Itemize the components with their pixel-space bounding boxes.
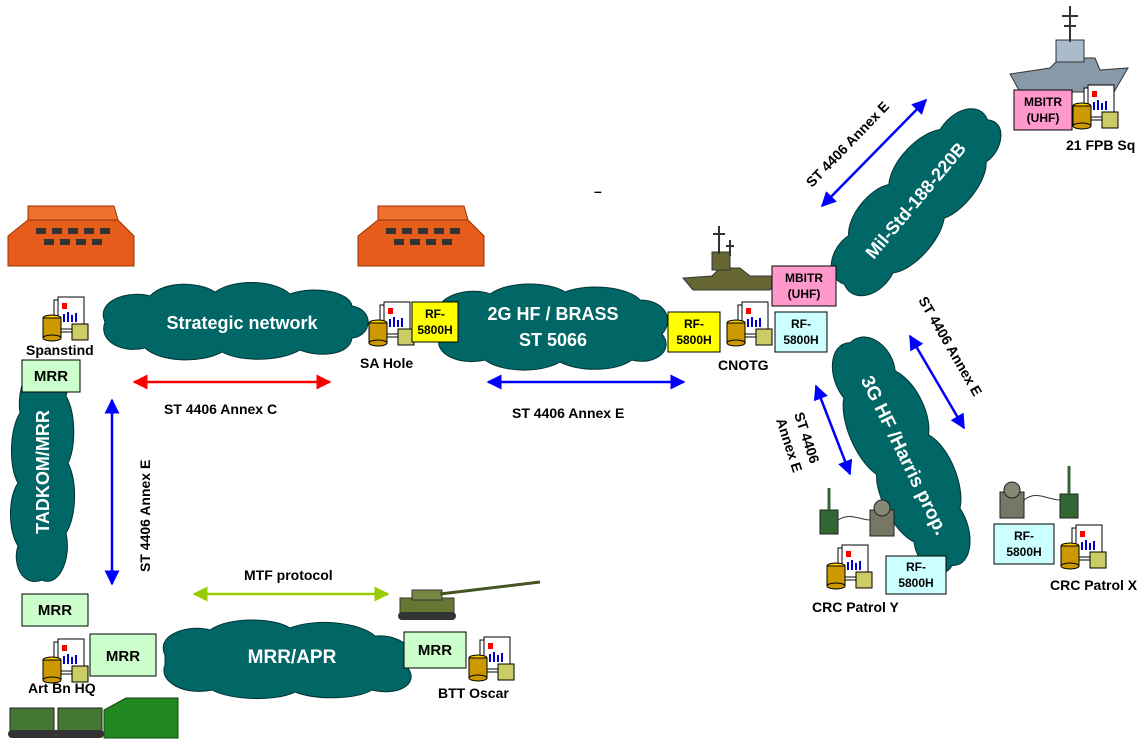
rf-label-1: RF-: [791, 317, 811, 331]
warship-icon-cnotg: [683, 226, 780, 290]
station-icon-btt: [469, 637, 514, 681]
rf-label-1: RF-: [1014, 529, 1034, 543]
rf-label-2: 5800H: [1006, 545, 1041, 559]
building-icon-sa-hole: [358, 206, 484, 266]
link-label-mtf: MTF protocol: [244, 567, 333, 583]
patrol-boat-icon-fpb: [1010, 6, 1128, 92]
rf5800h-box-crc-x: RF- 5800H: [994, 524, 1054, 564]
mrr-box-art-bn-right: MRR: [90, 634, 156, 676]
station-icon-sa-hole: [369, 302, 414, 346]
link-label-annex-e-fpb: ST 4406 Annex E: [803, 98, 893, 190]
mrr-box-art-bn-top: MRR: [22, 594, 88, 626]
antenna-vehicle-icon-crc-x: [1000, 466, 1078, 518]
cloud-mrr-apr: MRR/APR: [163, 620, 412, 699]
node-label-btt: BTT Oscar: [438, 685, 509, 701]
rf-label-2: 5800H: [783, 333, 818, 347]
rf5800h-box-cnotg-cyan: RF- 5800H: [775, 312, 827, 352]
rf-label-1: RF-: [425, 307, 445, 321]
mbitr-label-1: MBITR: [1024, 95, 1062, 109]
rf-label-2: 5800H: [676, 333, 711, 347]
node-label-fpb: 21 FPB Sq: [1066, 137, 1135, 153]
station-icon-crc-y: [827, 545, 872, 589]
mrr-box-btt: MRR: [404, 632, 466, 668]
mbitr-box-cnotg: MBITR (UHF): [772, 266, 836, 306]
link-label-annex-c: ST 4406 Annex C: [164, 401, 277, 417]
link-label-annex-e-right: ST 4406 Annex E: [915, 294, 985, 399]
mbitr-label-2: (UHF): [1027, 111, 1060, 125]
node-label-spanstind: Spanstind: [26, 342, 94, 358]
mrr-label: MRR: [34, 368, 68, 385]
mbitr-label-2: (UHF): [788, 287, 821, 301]
cloud-tadkom-mrr: TADKOM/MRR: [11, 361, 75, 582]
cloud-tadkom-label: TADKOM/MRR: [33, 410, 53, 534]
cloud-2g-label-1: 2G HF / BRASS: [487, 304, 618, 324]
cloud-mrr-apr-label: MRR/APR: [248, 647, 337, 668]
node-label-art-bn: Art Bn HQ: [28, 680, 96, 696]
mrr-label: MRR: [418, 642, 452, 659]
mbitr-label-1: MBITR: [785, 271, 823, 285]
cloud-mil-std: Mil-Std-188-220B: [813, 90, 1018, 313]
howitzer-icon-btt: [398, 582, 540, 620]
node-label-cnotg: CNOTG: [718, 357, 769, 373]
mrr-label: MRR: [106, 648, 140, 665]
rf-label-2: 5800H: [417, 323, 452, 337]
rf-label-1: RF-: [906, 560, 926, 574]
mrr-label: MRR: [38, 602, 72, 619]
rf-label-2: 5800H: [898, 576, 933, 590]
station-icon-art-bn: [43, 639, 88, 683]
station-icon-cnotg: [727, 302, 772, 346]
mrr-box-spanstind: MRR: [22, 360, 80, 392]
building-icon-spanstind: [8, 206, 134, 266]
node-label-sa-hole: SA Hole: [360, 355, 413, 371]
station-icon-spanstind: [43, 297, 88, 341]
mbitr-box-fpb: MBITR (UHF): [1014, 90, 1072, 130]
stray-dash: –: [594, 183, 602, 199]
cloud-2g-label-2: ST 5066: [519, 330, 587, 350]
cloud-2g-hf-brass: 2G HF / BRASS ST 5066: [432, 284, 668, 370]
node-label-crc-x: CRC Patrol X: [1050, 577, 1138, 593]
station-icon-crc-x: [1061, 525, 1106, 569]
link-label-annex-e-vertical: ST 4406 Annex E: [137, 460, 153, 572]
rf5800h-box-cnotg-yellow: RF- 5800H: [668, 312, 720, 352]
armored-vehicles-icon-art-bn: [8, 698, 178, 738]
rf-label-1: RF-: [684, 317, 704, 331]
cloud-strategic-network: Strategic network: [103, 282, 368, 359]
cloud-strategic-label: Strategic network: [166, 313, 318, 333]
node-label-crc-y: CRC Patrol Y: [812, 599, 900, 615]
rf5800h-box-sa-hole: RF- 5800H: [412, 302, 458, 342]
link-label-annex-e-mid: ST 4406 Annex E: [512, 405, 624, 421]
rf5800h-box-crc-y: RF- 5800H: [886, 556, 946, 594]
